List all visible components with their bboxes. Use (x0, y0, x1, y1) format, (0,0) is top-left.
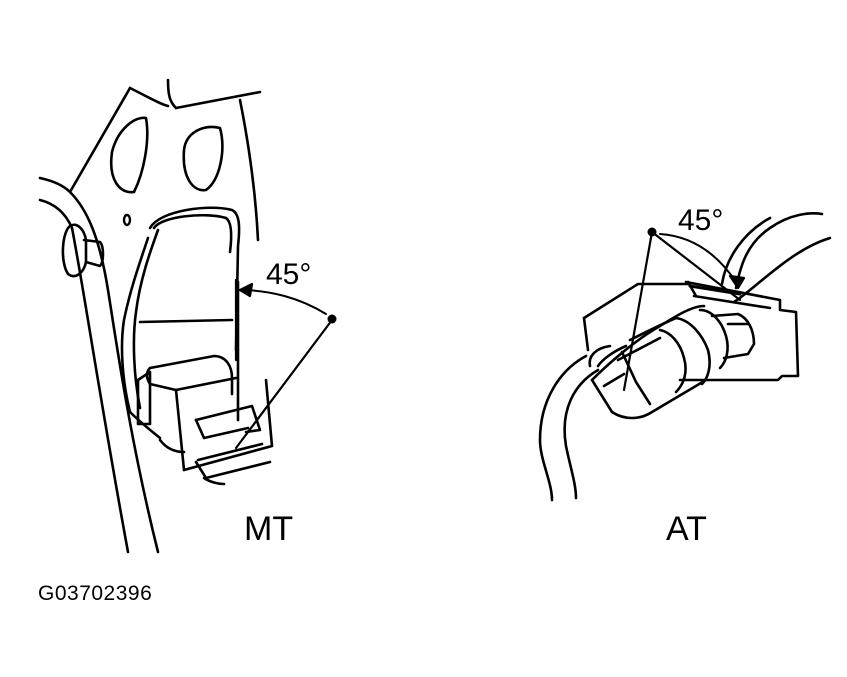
at-stop-light-switch (588, 304, 756, 420)
mt-angle-arc (239, 289, 327, 315)
mt-bracket-holes (109, 116, 224, 227)
mt-panel-label: MT (244, 510, 294, 548)
mt-angle-indicator (234, 278, 337, 450)
at-angle-pivot-dot (647, 227, 657, 237)
at-angle-arc (659, 233, 737, 283)
at-angle-axis (650, 230, 742, 302)
mt-stop-light-switch (136, 354, 274, 486)
mt-panel (38, 78, 337, 554)
at-angle-vertical-ref (622, 230, 654, 392)
mt-angle-axis (234, 318, 334, 450)
mt-angle-pivot-dot (327, 314, 337, 324)
at-mounting-bracket (582, 280, 800, 382)
mt-switch-bracket (120, 206, 241, 440)
at-panel (538, 212, 832, 502)
mt-bolt (61, 223, 105, 278)
figure-code: G03702396 (38, 582, 153, 605)
mt-pedal-bracket (38, 78, 262, 554)
at-angle-indicator (622, 227, 746, 392)
mt-angle-label: 45° (266, 258, 312, 291)
at-panel-label: AT (666, 510, 707, 548)
at-wiring-harness (538, 212, 832, 502)
mt-angle-arrowhead (238, 282, 254, 298)
at-angle-label: 45° (678, 204, 724, 237)
at-angle-arrowhead (728, 274, 746, 290)
